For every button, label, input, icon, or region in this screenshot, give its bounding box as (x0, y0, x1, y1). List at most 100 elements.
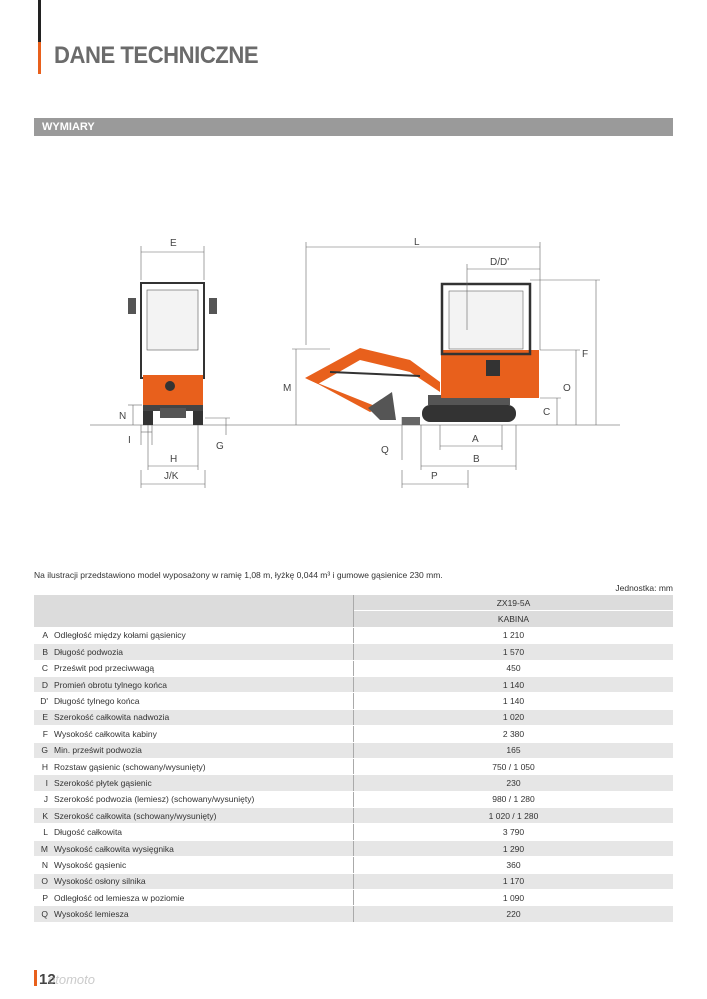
row-value: 1 170 (353, 873, 673, 891)
page-number: 12 (34, 970, 56, 988)
row-value: 360 (353, 856, 673, 874)
dim-label-o: O (563, 383, 571, 394)
page-title: DANE TECHNICZNE (54, 42, 259, 69)
row-letter: G (34, 742, 54, 759)
row-letter: N (34, 856, 54, 874)
row-value: 2 380 (353, 725, 673, 743)
row-letter: M (34, 840, 54, 858)
row-label: Wysokość całkowita kabiny (54, 725, 354, 743)
row-letter: C (34, 660, 54, 677)
illustration-note: Na ilustracji przedstawiono model wyposa… (34, 570, 443, 580)
unit-label: Jednostka: mm (615, 583, 673, 593)
row-value: 1 090 (353, 889, 673, 907)
row-letter: K (34, 807, 54, 825)
model-header: ZX19-5A (353, 595, 673, 612)
row-letter: L (34, 823, 54, 841)
row-label: Wysokość osłony silnika (54, 873, 354, 891)
row-letter: I (34, 774, 54, 792)
dim-label-f: F (582, 349, 588, 360)
row-label: Odległość od lemiesza w poziomie (54, 889, 354, 907)
row-label: Szerokość całkowita (schowany/wysunięty) (54, 807, 354, 825)
row-label: Szerokość płytek gąsienic (54, 774, 354, 792)
dim-label-a: A (472, 434, 479, 445)
row-letter: O (34, 873, 54, 891)
side-view-machine (305, 282, 539, 425)
row-label: Długość podwozia (54, 643, 354, 661)
row-value: 1 140 (353, 692, 673, 710)
dim-label-m: M (283, 383, 291, 394)
dim-label-q: Q (381, 445, 389, 456)
title-accent-bar (38, 42, 41, 74)
front-view-machine (128, 282, 217, 425)
watermark-logo: otomoto (48, 972, 95, 987)
dim-label-jk: J/K (164, 471, 179, 482)
row-label: Wysokość całkowita wysięgnika (54, 840, 354, 858)
dim-label-c: C (543, 407, 550, 418)
row-value: 750 / 1 050 (353, 758, 673, 776)
dim-label-i: I (128, 435, 131, 446)
row-value: 450 (353, 660, 673, 677)
row-value: 1 570 (353, 643, 673, 661)
row-label: Rozstaw gąsienic (schowany/wysunięty) (54, 758, 354, 776)
dim-label-b: B (473, 454, 480, 465)
dim-label-l: L (414, 237, 420, 248)
table-header-variant: KABINA (34, 610, 673, 628)
row-letter: D' (34, 692, 54, 710)
row-label: Promień obrotu tylnego końca (54, 676, 354, 694)
row-label: Prześwit pod przeciwwagą (54, 660, 354, 677)
section-header: WYMIARY (34, 118, 673, 136)
row-letter: J (34, 791, 54, 809)
row-label: Min. prześwit podwozia (54, 742, 354, 759)
row-letter: H (34, 758, 54, 776)
row-value: 1 290 (353, 840, 673, 858)
row-value: 1 210 (353, 627, 673, 645)
row-value: 220 (353, 905, 673, 923)
row-value: 1 020 / 1 280 (353, 807, 673, 825)
row-label: Odległość między kołami gąsienicy (54, 627, 354, 645)
row-letter: Q (34, 905, 54, 923)
row-value: 1 020 (353, 709, 673, 727)
row-letter: D (34, 676, 54, 694)
row-label: Szerokość podwozia (lemiesz) (schowany/w… (54, 791, 354, 809)
top-rule (38, 0, 41, 42)
row-letter: E (34, 709, 54, 727)
row-letter: P (34, 889, 54, 907)
row-letter: A (34, 627, 54, 645)
row-label: Wysokość gąsienic (54, 856, 354, 874)
dim-label-n: N (119, 411, 126, 422)
row-letter: B (34, 643, 54, 661)
row-value: 230 (353, 774, 673, 792)
row-value: 3 790 (353, 823, 673, 841)
row-value: 980 / 1 280 (353, 791, 673, 809)
row-value: 165 (353, 742, 673, 759)
dim-label-dd: D/D' (490, 257, 509, 268)
dimension-drawing: E N I G H J/K L D/D' F M O C Q A B P (90, 237, 620, 488)
row-value: 1 140 (353, 676, 673, 694)
dim-label-p: P (431, 471, 438, 482)
row-label: Długość tylnego końca (54, 692, 354, 710)
table-header-model: ZX19-5A (34, 595, 673, 628)
variant-header: KABINA (353, 610, 673, 628)
dim-label-h: H (170, 454, 177, 465)
row-label: Wysokość lemiesza (54, 905, 354, 923)
row-letter: F (34, 725, 54, 743)
